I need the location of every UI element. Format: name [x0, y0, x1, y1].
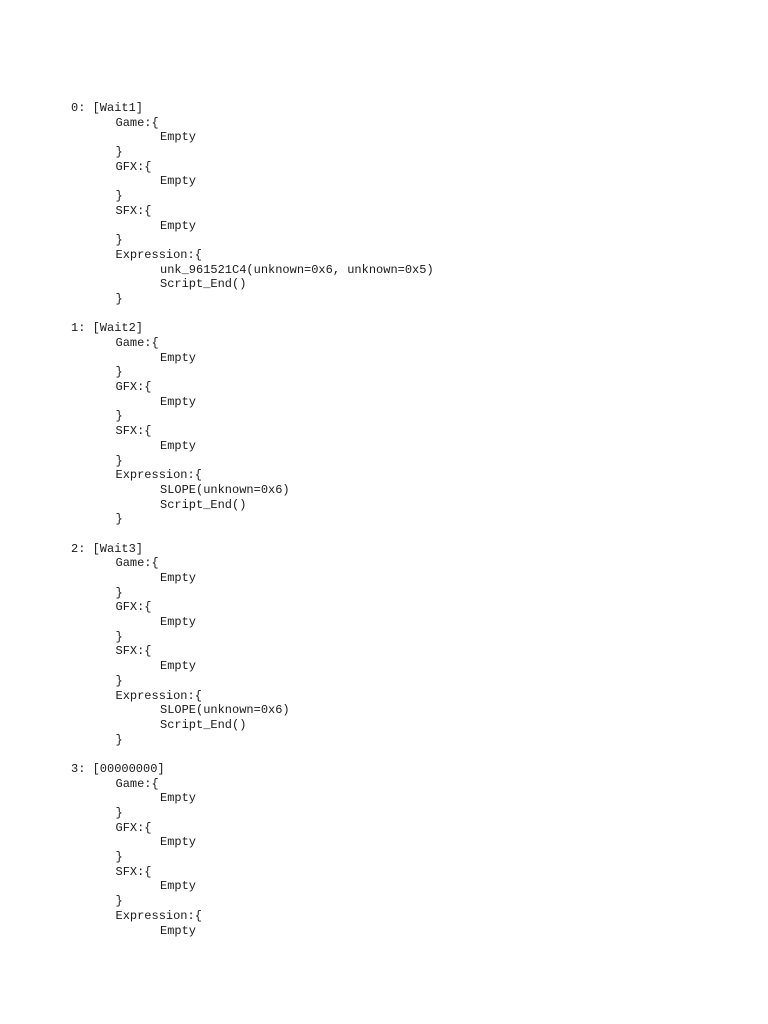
- script-entry: 1: [Wait2]Game:{Empty}GFX:{Empty}SFX:{Em…: [71, 321, 434, 527]
- section-close: }: [115, 673, 123, 688]
- script-entry: 0: [Wait1]Game:{Empty}GFX:{Empty}SFX:{Em…: [71, 101, 434, 307]
- section-line: Empty: [160, 659, 197, 674]
- section-close: }: [115, 732, 123, 747]
- section-open: GFX:{: [115, 600, 152, 615]
- section-line: Script_End(): [160, 717, 247, 732]
- entry-header: 0: [Wait1]: [71, 101, 144, 115]
- script-entry: 2: [Wait3]Game:{Empty}GFX:{Empty}SFX:{Em…: [71, 542, 434, 748]
- section-close: }: [115, 365, 123, 380]
- section-open: SFX:{: [115, 644, 152, 659]
- section-line: Empty: [160, 394, 197, 409]
- section-line: Empty: [160, 438, 197, 453]
- section-line: Empty: [160, 615, 197, 630]
- section-close: }: [115, 806, 123, 820]
- section-line: Empty: [160, 218, 197, 233]
- section-line: Script_End(): [160, 497, 247, 512]
- section-open: Game:{: [115, 776, 159, 791]
- section-line: Empty: [160, 130, 197, 145]
- section-close: }: [115, 629, 123, 644]
- section-close: }: [115, 894, 123, 909]
- section-close: }: [115, 291, 123, 306]
- section-open: GFX:{: [115, 159, 152, 174]
- section-open: SFX:{: [115, 203, 152, 218]
- section-close: }: [115, 145, 123, 160]
- section-line: Empty: [160, 879, 197, 894]
- section-line: SLOPE(unknown=0x6): [160, 482, 290, 497]
- section-line: Empty: [160, 350, 197, 365]
- section-close: }: [115, 585, 123, 600]
- section-close: }: [115, 453, 123, 468]
- entry-header: 2: [Wait3]: [71, 541, 144, 556]
- section-open: GFX:{: [115, 820, 152, 835]
- section-open: GFX:{: [115, 380, 152, 395]
- section-line: Empty: [160, 174, 197, 189]
- section-close: }: [115, 850, 123, 865]
- section-line: Empty: [160, 835, 197, 850]
- entry-header: 3: [00000000]: [71, 761, 165, 776]
- section-open: Expression:{: [115, 688, 202, 703]
- script-dump-document: 0: [Wait1]Game:{Empty}GFX:{Empty}SFX:{Em…: [71, 101, 434, 938]
- section-open: Game:{: [115, 115, 159, 130]
- section-open: Expression:{: [115, 908, 202, 923]
- section-close: }: [115, 233, 123, 248]
- entry-header: 1: [Wait2]: [71, 321, 144, 336]
- section-open: SFX:{: [115, 424, 152, 439]
- section-line: Script_End(): [160, 277, 247, 292]
- section-line: unk_961521C4(unknown=0x6, unknown=0x5): [160, 262, 434, 277]
- section-close: }: [115, 512, 123, 527]
- section-open: Game:{: [115, 556, 159, 571]
- section-line: SLOPE(unknown=0x6): [160, 703, 290, 718]
- section-open: Expression:{: [115, 468, 202, 483]
- section-open: Game:{: [115, 336, 159, 350]
- section-open: SFX:{: [115, 864, 152, 879]
- section-close: }: [115, 409, 123, 424]
- section-close: }: [115, 189, 123, 204]
- section-line: Empty: [160, 791, 197, 806]
- section-line: Empty: [160, 571, 197, 585]
- section-open: Expression:{: [115, 247, 202, 262]
- section-line: Empty: [160, 923, 197, 938]
- script-entry: 3: [00000000]Game:{Empty}GFX:{Empty}SFX:…: [71, 762, 434, 938]
